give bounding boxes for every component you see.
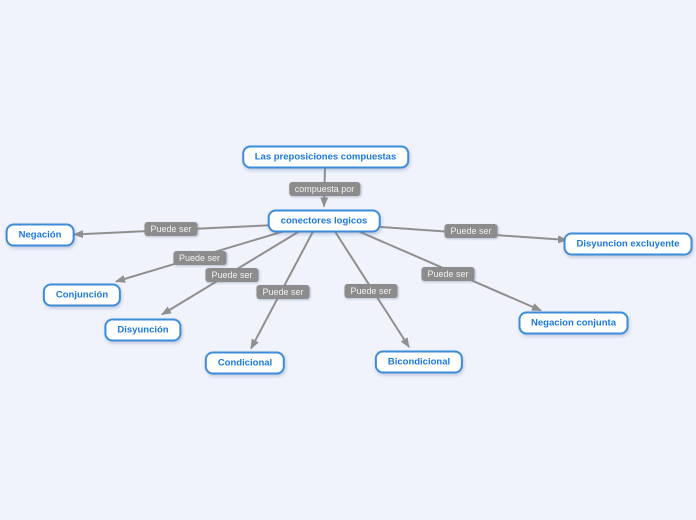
edge-label-puede-ser-condicional[interactable]: Puede ser (256, 285, 310, 299)
node-conjuncion[interactable]: Conjunción (42, 283, 122, 307)
edge-label-puede-ser-disyuncion-excluyente[interactable]: Puede ser (444, 224, 498, 238)
node-negacion-conjunta[interactable]: Negacion conjunta (518, 311, 629, 335)
node-bicondicional[interactable]: Bicondicional (374, 350, 464, 374)
node-conectores-logicos[interactable]: conectores logicos (267, 209, 381, 232)
node-disyuncion-excluyente[interactable]: Disyuncion excluyente (563, 232, 693, 255)
edge-label-compuesta-por[interactable]: compuesta por (288, 182, 361, 196)
node-negacion[interactable]: Negación (5, 223, 75, 247)
edge-label-puede-ser-conjuncion[interactable]: Puede ser (172, 251, 227, 265)
node-disyuncion[interactable]: Disyunción (104, 318, 182, 342)
node-condicional[interactable]: Condicional (204, 351, 286, 374)
edge-label-puede-ser-negacion-conjunta[interactable]: Puede ser (421, 266, 475, 281)
edge-label-puede-ser-bicondicional[interactable]: Puede ser (344, 284, 398, 298)
node-las-preposiciones-compuestas[interactable]: Las preposiciones compuestas (241, 145, 410, 169)
edge-label-puede-ser-disyuncion[interactable]: Puede ser (205, 268, 259, 282)
edge-label-puede-ser-negacion[interactable]: Puede ser (144, 222, 198, 236)
